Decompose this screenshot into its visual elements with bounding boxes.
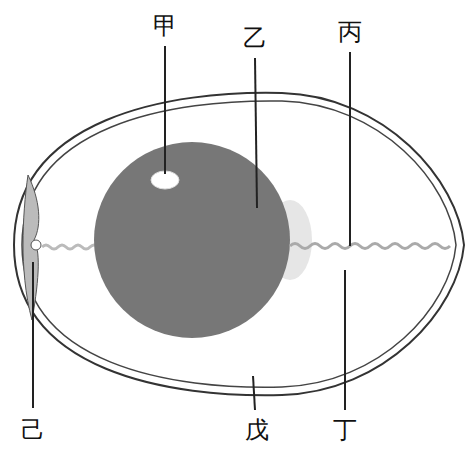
- chalaza: [42, 245, 98, 249]
- part-label: 丙: [338, 20, 362, 44]
- shell-membrane: [22, 101, 456, 387]
- part-label: 甲: [153, 14, 177, 38]
- air-cell-edge: [31, 240, 41, 250]
- leader-line: [164, 46, 166, 174]
- leader-line: [344, 270, 346, 410]
- shell: [14, 93, 464, 395]
- leader-line: [349, 52, 351, 246]
- leader-line: [32, 262, 34, 408]
- leader-line: [253, 376, 255, 410]
- leader-line: [255, 58, 257, 208]
- part-label: 丁: [333, 418, 357, 442]
- yolk: [94, 142, 290, 338]
- chalaza: [290, 244, 450, 249]
- part-label: 己: [21, 418, 45, 442]
- part-label: 戊: [245, 418, 269, 442]
- part-label: 乙: [243, 26, 267, 50]
